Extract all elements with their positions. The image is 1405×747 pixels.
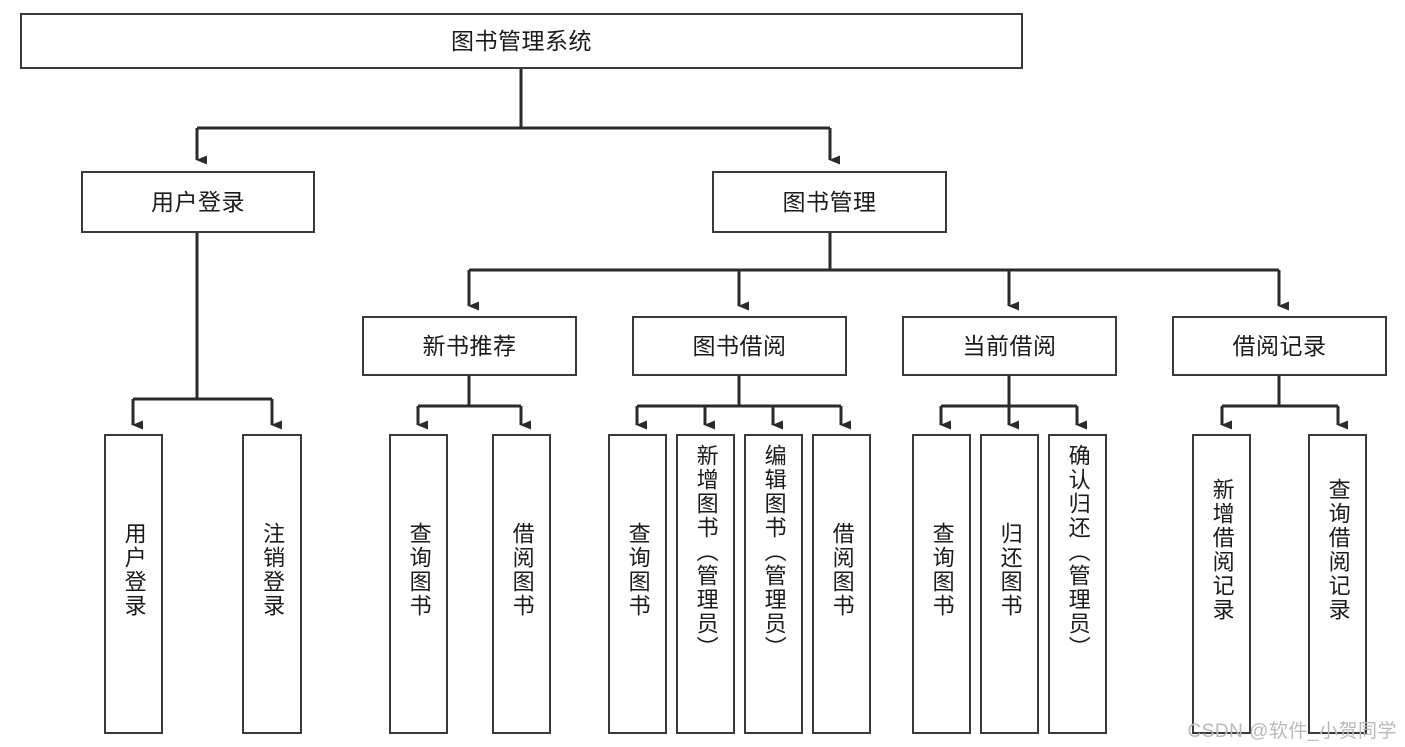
leaf-borrow-edit-book[interactable]: 编辑图书（管理员） (744, 434, 803, 734)
leaf-user-login-signin[interactable]: 用户登录 (104, 434, 163, 734)
leaf-user-login-signout-label: 注销登录 (260, 522, 286, 618)
leaf-borrow-borrow-book-label: 借阅图书 (829, 522, 855, 618)
node-new-book-recommend-label: 新书推荐 (422, 332, 517, 359)
node-book-management[interactable]: 图书管理 (712, 171, 947, 233)
node-user-login[interactable]: 用户登录 (81, 171, 315, 233)
leaf-user-login-signout[interactable]: 注销登录 (242, 434, 302, 734)
node-book-borrow[interactable]: 图书借阅 (632, 316, 847, 376)
node-current-borrow[interactable]: 当前借阅 (902, 316, 1117, 376)
leaf-current-query-book[interactable]: 查询图书 (912, 434, 971, 734)
leaf-new-book-borrow[interactable]: 借阅图书 (492, 434, 551, 734)
leaf-current-return-book-label: 归还图书 (997, 522, 1023, 618)
leaf-new-book-query-label: 查询图书 (406, 522, 432, 618)
leaf-borrow-query-book[interactable]: 查询图书 (608, 434, 667, 734)
leaf-new-book-borrow-label: 借阅图书 (509, 522, 535, 618)
node-root[interactable]: 图书管理系统 (20, 13, 1023, 69)
node-borrow-record-label: 借阅记录 (1232, 332, 1327, 359)
node-borrow-record[interactable]: 借阅记录 (1172, 316, 1387, 376)
leaf-borrow-edit-book-label: 编辑图书（管理员） (761, 444, 787, 660)
leaf-borrow-query-book-label: 查询图书 (625, 522, 651, 618)
node-root-label: 图书管理系统 (451, 27, 592, 54)
leaf-current-return-book[interactable]: 归还图书 (980, 434, 1039, 734)
node-user-login-label: 用户登录 (151, 188, 245, 215)
leaf-borrow-borrow-book[interactable]: 借阅图书 (812, 434, 871, 734)
leaf-current-confirm-return-label: 确认归还（管理员） (1065, 444, 1091, 660)
leaf-new-book-query[interactable]: 查询图书 (389, 434, 448, 734)
leaf-record-add[interactable]: 新增借阅记录 (1192, 434, 1251, 734)
leaf-current-confirm-return[interactable]: 确认归还（管理员） (1048, 434, 1107, 734)
leaf-current-query-book-label: 查询图书 (929, 522, 955, 618)
node-book-borrow-label: 图书借阅 (692, 332, 787, 359)
csdn-watermark: CSDN @软件_小贺同学 (1187, 721, 1397, 742)
node-book-management-label: 图书管理 (782, 188, 877, 215)
leaf-record-query[interactable]: 查询借阅记录 (1308, 434, 1367, 734)
node-current-borrow-label: 当前借阅 (962, 332, 1057, 359)
node-new-book-recommend[interactable]: 新书推荐 (362, 316, 577, 376)
leaf-user-login-signin-label: 用户登录 (121, 522, 147, 618)
leaf-borrow-add-book-label: 新增图书（管理员） (693, 444, 719, 660)
leaf-borrow-add-book[interactable]: 新增图书（管理员） (676, 434, 735, 734)
leaf-record-query-label: 查询借阅记录 (1325, 478, 1351, 622)
leaf-record-add-label: 新增借阅记录 (1209, 478, 1235, 622)
